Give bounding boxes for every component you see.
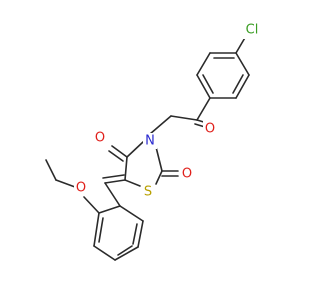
bond (114, 246, 139, 261)
bond (83, 196, 100, 214)
bond (102, 174, 125, 179)
bond (108, 150, 124, 162)
bond (196, 97, 211, 121)
bond (119, 205, 144, 222)
bond (155, 170, 163, 185)
bond (111, 145, 128, 158)
atom-ring-sulfur-label: S (144, 185, 152, 200)
molecule-canvas: Cl O N O O S O (45, 21, 263, 261)
bond (155, 146, 163, 172)
atom-carbonyl-oxygen-c2: O (180, 166, 194, 182)
structure-diagram: Cl O N O O S O (45, 21, 263, 261)
atom-chlorine-label: Cl (246, 23, 259, 38)
bond-layer (45, 35, 250, 261)
atom-ring-nitrogen: N (143, 133, 157, 149)
bond (124, 179, 141, 187)
bond (235, 74, 250, 99)
bond (202, 74, 214, 94)
atom-ether-oxygen-label: O (76, 181, 86, 196)
bond (235, 52, 250, 76)
bond (104, 182, 121, 207)
atom-label-layer: Cl O N O O S O (74, 21, 263, 200)
atom-ring-sulfur: S (141, 184, 155, 200)
atom-ether-oxygen: O (74, 180, 88, 196)
atom-ketone-oxygen: O (203, 121, 217, 137)
atom-ring-nitrogen-label: N (145, 134, 155, 149)
bond (45, 159, 57, 181)
bond (104, 179, 126, 184)
bond (117, 245, 133, 256)
bond (232, 74, 244, 94)
bond (137, 220, 144, 248)
bond (196, 52, 211, 76)
bond (124, 156, 128, 181)
bond (170, 115, 198, 121)
bond (98, 205, 121, 214)
bond (55, 179, 76, 188)
bond (132, 223, 138, 245)
atom-ketone-oxygen-label: O (205, 122, 215, 137)
bond (149, 115, 172, 135)
atom-carbonyl-oxygen-c2-label: O (182, 167, 192, 182)
atom-carbonyl-oxygen-c4: O (93, 130, 107, 146)
atom-carbonyl-oxygen-c4-label: O (95, 131, 105, 146)
bond (98, 217, 104, 243)
bond (126, 141, 144, 158)
bond (93, 212, 100, 247)
bond (93, 245, 116, 261)
atom-chlorine: Cl (241, 21, 263, 39)
bond (196, 74, 211, 99)
